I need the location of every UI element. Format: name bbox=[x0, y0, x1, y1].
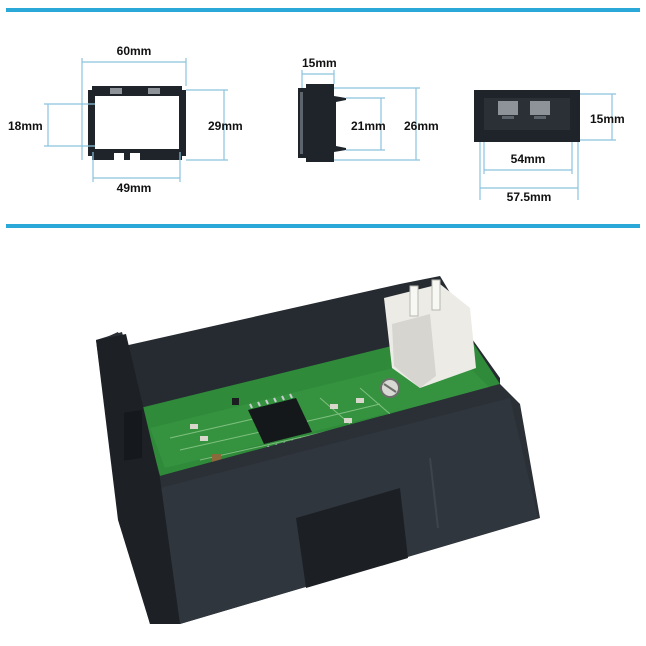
front-outer-height-label: 29mm bbox=[208, 119, 243, 133]
front-inner-height-label: 18mm bbox=[8, 119, 43, 133]
front-clip-top-left bbox=[110, 88, 122, 94]
front-outer-width-label: 60mm bbox=[117, 44, 152, 58]
top-connector-left bbox=[498, 101, 518, 115]
middle-accent-rule bbox=[6, 224, 640, 228]
top-outer-length-label: 57.5mm bbox=[507, 190, 552, 204]
top-connector-right bbox=[530, 101, 550, 115]
front-tab-bottom-right bbox=[130, 153, 140, 160]
side-profile bbox=[298, 84, 346, 162]
front-inner-width-label: 49mm bbox=[117, 181, 152, 195]
case-left-window bbox=[124, 410, 142, 461]
top-height-label: 15mm bbox=[590, 112, 625, 126]
front-tab-bottom-left bbox=[114, 153, 124, 160]
connector-pin-right bbox=[431, 279, 441, 311]
case-front-notch bbox=[296, 488, 408, 588]
front-clip-top-right bbox=[148, 88, 160, 94]
top-connector-left-pin bbox=[502, 116, 514, 119]
dimension-diagram: 60mm 49mm 18mm 29mm 15mm 21mm 26mm bbox=[8, 44, 625, 204]
side-highlight bbox=[300, 92, 303, 154]
side-inner-depth-label: 21mm bbox=[351, 119, 386, 133]
top-inner-length-label: 54mm bbox=[511, 152, 546, 166]
side-view: 15mm 21mm 26mm bbox=[298, 56, 439, 162]
connector-face bbox=[392, 314, 436, 388]
potentiometer-slot bbox=[383, 383, 397, 393]
front-window bbox=[95, 96, 179, 149]
case-left-wall bbox=[96, 334, 180, 624]
top-view: 15mm 54mm 57.5mm bbox=[474, 90, 625, 204]
front-view: 60mm 49mm 18mm 29mm bbox=[8, 44, 243, 195]
top-accent-rule bbox=[6, 8, 640, 12]
side-flange-label: 15mm bbox=[302, 56, 337, 70]
top-inner-slot bbox=[484, 98, 570, 130]
side-outer-depth-label: 26mm bbox=[404, 119, 439, 133]
ic-chip bbox=[248, 398, 312, 444]
connector-pin-left bbox=[409, 285, 419, 317]
product-photo bbox=[96, 276, 540, 624]
top-connector-right-pin bbox=[534, 116, 546, 119]
pcb-shade bbox=[150, 364, 490, 468]
case-front-edge bbox=[429, 457, 439, 529]
